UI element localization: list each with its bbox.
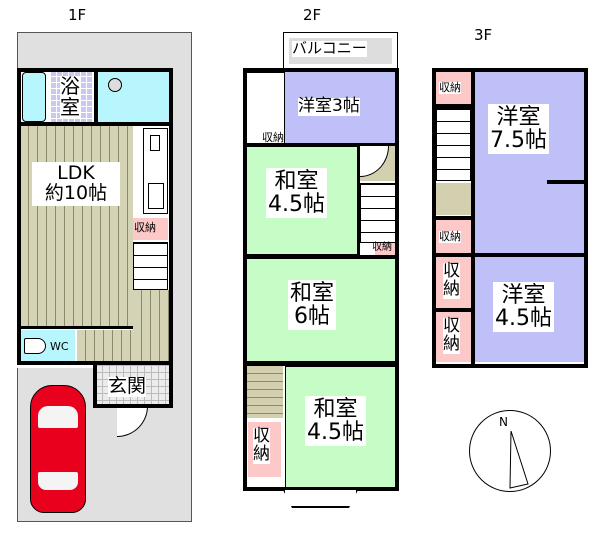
wall-line bbox=[17, 122, 173, 126]
wall-line bbox=[432, 216, 474, 220]
room-label-japanese-6: 和室 6帖 bbox=[288, 280, 337, 331]
bathtub bbox=[22, 72, 46, 122]
room-label-western-45: 洋室 4.5帖 bbox=[493, 282, 554, 333]
kitchen-sink-icon bbox=[148, 183, 164, 209]
room-label-storage-3f-c: 収 納 bbox=[443, 261, 460, 299]
walls-2f bbox=[243, 68, 399, 491]
room-label-storage-3f-a: 収納 bbox=[439, 81, 461, 94]
wall-line bbox=[432, 308, 474, 312]
wall-line bbox=[432, 253, 588, 257]
wall-line bbox=[357, 143, 360, 258]
toilet-icon bbox=[24, 338, 46, 354]
bay-window bbox=[283, 490, 358, 508]
sink-icon bbox=[108, 78, 122, 92]
stove-icon bbox=[150, 135, 160, 151]
room-label-western-75: 洋室 7.5帖 bbox=[488, 104, 549, 155]
stairs-3f bbox=[436, 108, 471, 181]
wall-line bbox=[17, 326, 133, 329]
room-label-storage-2f-a: 収納 bbox=[262, 131, 284, 144]
kitchen-counter bbox=[143, 128, 168, 214]
room-label-bath: 浴 室 bbox=[60, 74, 80, 119]
north-arrow-icon bbox=[509, 430, 529, 489]
room-label-western-3: 洋室3帖 bbox=[298, 96, 360, 116]
room-label-balcony: バルコニー bbox=[292, 39, 367, 57]
room-label-entrance: 玄関 bbox=[108, 375, 147, 397]
floor-title-3f: 3F bbox=[474, 26, 493, 44]
room-label-japanese-45a: 和室 4.5帖 bbox=[266, 168, 327, 219]
wall-line bbox=[243, 255, 399, 258]
room-label-ldk: LDK 約10帖 bbox=[32, 162, 120, 206]
stairs-1f bbox=[133, 242, 168, 290]
room-label-japanese-45b: 和室 4.5帖 bbox=[305, 396, 366, 447]
hallway-floor bbox=[77, 330, 137, 362]
wall-line bbox=[243, 362, 399, 366]
room-ldk bbox=[20, 125, 133, 327]
walls-entrance bbox=[93, 362, 173, 408]
room-label-storage-2f-c: 収 納 bbox=[253, 426, 270, 464]
wall-line bbox=[547, 180, 587, 184]
hallway-1f bbox=[133, 290, 170, 362]
room-label-storage-3f-d: 収 納 bbox=[443, 316, 460, 354]
compass-north-label: N bbox=[499, 415, 508, 429]
floor-title-1f: 1F bbox=[68, 6, 87, 24]
car-icon bbox=[30, 385, 86, 513]
closet-3f bbox=[436, 183, 471, 215]
storage-2f-b bbox=[375, 243, 396, 255]
stairs-2f-upper bbox=[246, 72, 285, 144]
compass bbox=[469, 410, 551, 492]
wall-line bbox=[432, 104, 474, 108]
room-label-storage-3f-b: 収納 bbox=[439, 230, 461, 243]
room-label-storage-1f: 収納 bbox=[134, 221, 156, 234]
stairs-2f-lower bbox=[246, 366, 283, 418]
room-western-75 bbox=[474, 72, 585, 253]
room-washroom bbox=[97, 70, 170, 122]
room-label-wc: WC bbox=[50, 340, 69, 353]
wall-line bbox=[243, 143, 399, 146]
floor-title-2f: 2F bbox=[303, 6, 322, 24]
room-label-storage-2f-b: 収納 bbox=[372, 242, 392, 253]
wall-line bbox=[94, 68, 98, 124]
storage-1f bbox=[133, 218, 168, 240]
